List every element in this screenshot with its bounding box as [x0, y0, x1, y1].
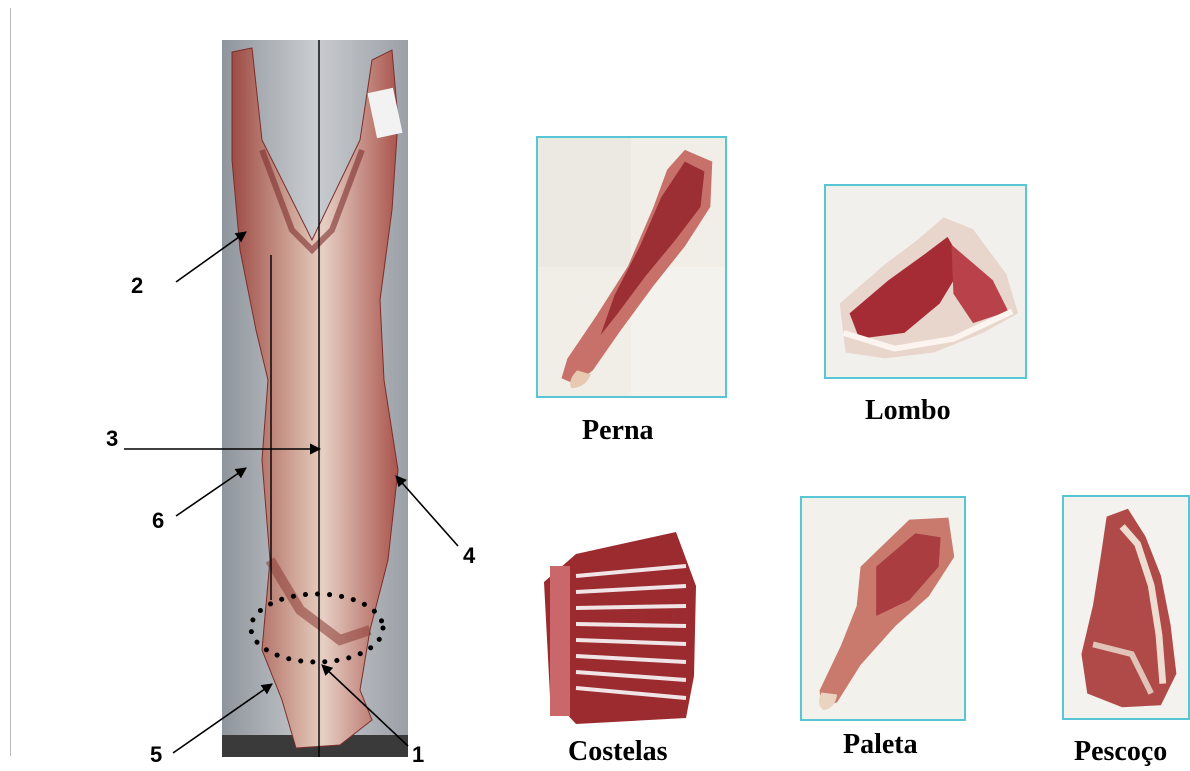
lombo-photo	[824, 184, 1027, 379]
perna-photo	[536, 136, 727, 398]
costelas-photo	[536, 526, 699, 724]
callout-5: 5	[150, 744, 162, 766]
carcass-photo	[222, 40, 408, 757]
pescoco-photo	[1062, 495, 1190, 720]
callout-6: 6	[152, 510, 164, 532]
lombo-label: Lombo	[865, 397, 951, 425]
costelas-label: Costelas	[568, 738, 668, 766]
paleta-photo	[800, 496, 966, 721]
callout-4: 4	[463, 545, 475, 567]
pescoco-label: Pescoço	[1074, 738, 1167, 766]
perna-label: Perna	[582, 417, 654, 445]
paleta-label: Paleta	[843, 731, 918, 759]
callout-3: 3	[106, 428, 118, 450]
callout-2: 2	[131, 275, 143, 297]
callout-1: 1	[412, 744, 424, 766]
